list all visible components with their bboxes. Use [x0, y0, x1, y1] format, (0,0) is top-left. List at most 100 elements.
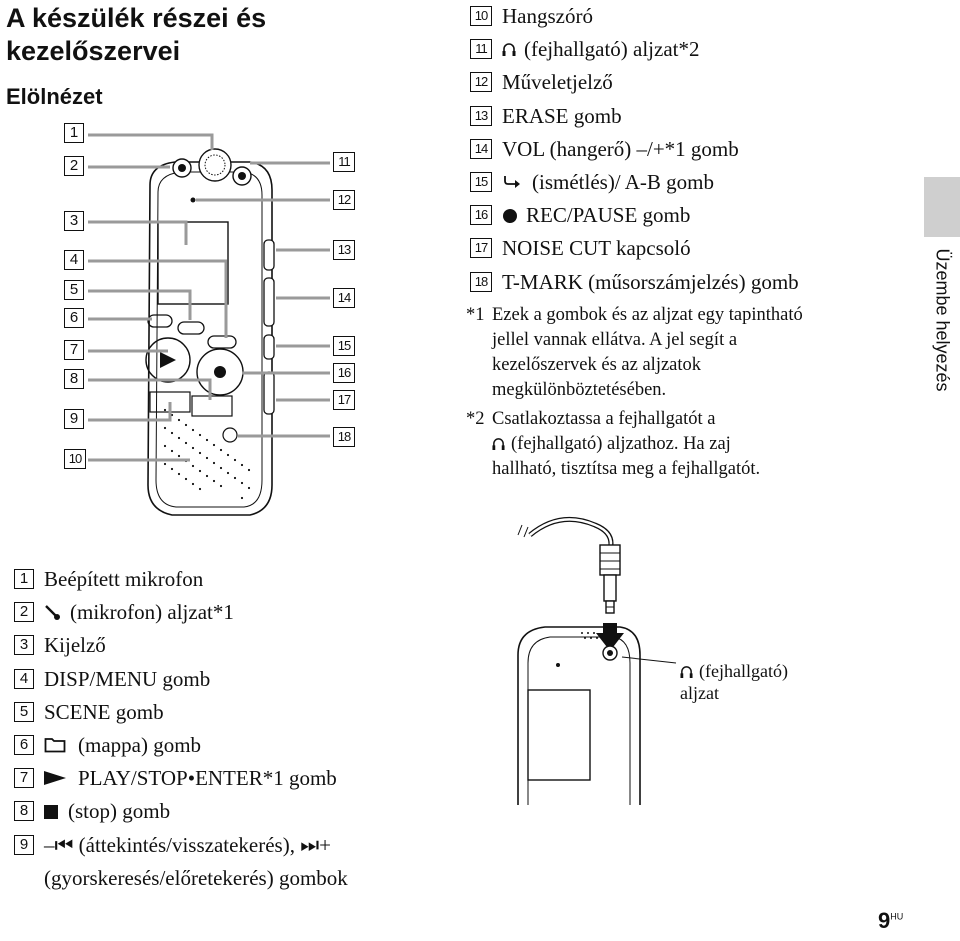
item-text: (fejhallgató) aljzat*2	[524, 37, 700, 62]
diagram-label: 14	[333, 288, 355, 308]
list-item: 2 (mikrofon) aljzat*1	[14, 596, 348, 629]
item-text: T-MARK (műsorszámjelzés) gomb	[502, 269, 799, 294]
list-item: 10 Hangszóró	[470, 0, 799, 33]
item-number: 8	[14, 801, 34, 822]
headphone-icon	[492, 438, 505, 450]
diagram-label: 15	[333, 336, 355, 356]
section-tab-marker	[924, 177, 960, 237]
diagram-label: 13	[333, 240, 355, 260]
item-text: Kijelző	[44, 633, 106, 658]
diagram-label: 6	[64, 308, 84, 328]
list-item: 8 (stop) gomb	[14, 795, 348, 828]
repeat-icon	[504, 176, 520, 189]
callout-text: (fejhallgató)	[699, 661, 788, 681]
headphone-jack-callout: (fejhallgató) aljzat	[680, 660, 788, 704]
item-number: 5	[14, 701, 34, 722]
diagram-label: 8	[64, 369, 84, 389]
record-icon	[503, 209, 517, 224]
footnote-line: megkülönböztetésében.	[492, 380, 667, 400]
item-text: (gyorskeresés/előretekerés) gombok	[44, 865, 348, 890]
diagram-label: 16	[333, 363, 355, 383]
list-item: 14 VOL (hangerő) –/+*1 gomb	[470, 133, 799, 166]
list-item: 12 Műveletjelző	[470, 66, 799, 99]
list-item: 15 (ismétlés)/ A-B gomb	[470, 166, 799, 199]
list-item: 18 T-MARK (műsorszámjelzés) gomb	[470, 266, 799, 299]
item-number: 18	[470, 271, 492, 292]
item-number: 6	[14, 735, 34, 756]
recorder-front-diagram	[88, 133, 330, 516]
diagram-label: 10	[64, 449, 86, 469]
item-text: Műveletjelző	[502, 70, 613, 95]
item-number: 13	[470, 105, 492, 126]
play-icon	[44, 771, 66, 786]
item-text: ERASE gomb	[502, 103, 622, 128]
item-number: 9	[14, 834, 34, 855]
diagram-label: 5	[64, 280, 84, 300]
diagram-label: 11	[333, 152, 355, 172]
item-number: 14	[470, 138, 492, 159]
item-text: (ismétlés)/ A-B gomb	[532, 170, 714, 195]
item-text: REC/PAUSE gomb	[526, 203, 691, 228]
footnote-line: Csatlakoztassa a fejhallgatót a	[492, 409, 716, 429]
list-item: 6 (mappa) gomb	[14, 729, 348, 762]
item-text: NOISE CUT kapcsoló	[502, 236, 691, 261]
title-line-1: A készülék részei és	[6, 3, 267, 33]
page-number: 9HU	[878, 908, 904, 933]
item-number: 2	[14, 602, 34, 623]
footnote-mark: *1	[466, 305, 485, 325]
list-item: (gyorskeresés/előretekerés) gombok	[44, 862, 348, 895]
footnote-line: jellel vannak ellátva. A jel segít a	[492, 330, 738, 350]
diagram-label: 18	[333, 427, 355, 447]
diagram-label: 9	[64, 409, 84, 429]
diagram-label: 3	[64, 211, 84, 231]
section-subtitle: Elölnézet	[6, 84, 103, 109]
footnote-mark: *2	[466, 409, 485, 429]
headphone-icon	[680, 666, 693, 678]
item-number: 15	[470, 172, 492, 193]
item-text: VOL (hangerő) –/+*1 gomb	[502, 136, 739, 161]
item-number: 7	[14, 768, 34, 789]
headphone-icon	[502, 43, 516, 57]
item-text: (mappa) gomb	[78, 733, 202, 758]
callout-line: (fejhallgató)	[680, 660, 788, 682]
item-text: SCENE gomb	[44, 699, 164, 724]
diagram-label: 12	[333, 190, 355, 210]
footnote-line: (fejhallgató) aljzathoz. Ha zaj	[492, 432, 886, 457]
callout-line: aljzat	[680, 683, 719, 703]
footnote-line: Ezek a gombok és az aljzat egy tapinthat…	[492, 305, 803, 325]
parts-list-top: 10 Hangszóró 11(fejhallgató) aljzat*2 12 M…	[470, 0, 799, 299]
section-tab-label: Üzembe helyezés	[932, 248, 953, 392]
title-line-2: kezelőszervei	[6, 36, 181, 66]
item-number: 10	[470, 6, 492, 26]
item-text: Hangszóró	[502, 4, 593, 28]
list-item: 5 SCENE gomb	[14, 696, 348, 729]
list-item: 9–⏮ (áttekintés/visszatekerés), ⏭+	[14, 829, 348, 862]
list-item: 3 Kijelző	[14, 629, 348, 662]
footnote-1: *1 Ezek a gombok és az aljzat egy tapint…	[466, 303, 886, 403]
diagram-label: 17	[333, 390, 355, 410]
stop-icon	[44, 805, 58, 820]
footnote-line: hallható, tisztítsa meg a fejhallgatót.	[492, 459, 761, 479]
folder-icon	[44, 738, 66, 753]
list-item: 11(fejhallgató) aljzat*2	[470, 33, 799, 66]
footnote-line: kezelőszervek és az aljzatok	[492, 355, 702, 375]
item-text: (stop) gomb	[68, 799, 171, 824]
headphone-connection-diagram	[517, 516, 677, 805]
footnotes: *1 Ezek a gombok és az aljzat egy tapint…	[466, 303, 886, 482]
item-number: 12	[470, 72, 492, 93]
diagram-label: 2	[64, 156, 84, 176]
item-number: 4	[14, 668, 34, 689]
page-suffix: HU	[890, 911, 904, 922]
footnote-text: (fejhallgató) aljzathoz. Ha zaj	[511, 434, 731, 454]
page-title: A készülék részei és kezelőszervei	[6, 2, 266, 68]
list-item: 13 ERASE gomb	[470, 100, 799, 133]
item-number: 3	[14, 635, 34, 656]
item-text: Beépített mikrofon	[44, 567, 204, 591]
item-text: (mikrofon) aljzat*1	[70, 600, 234, 625]
